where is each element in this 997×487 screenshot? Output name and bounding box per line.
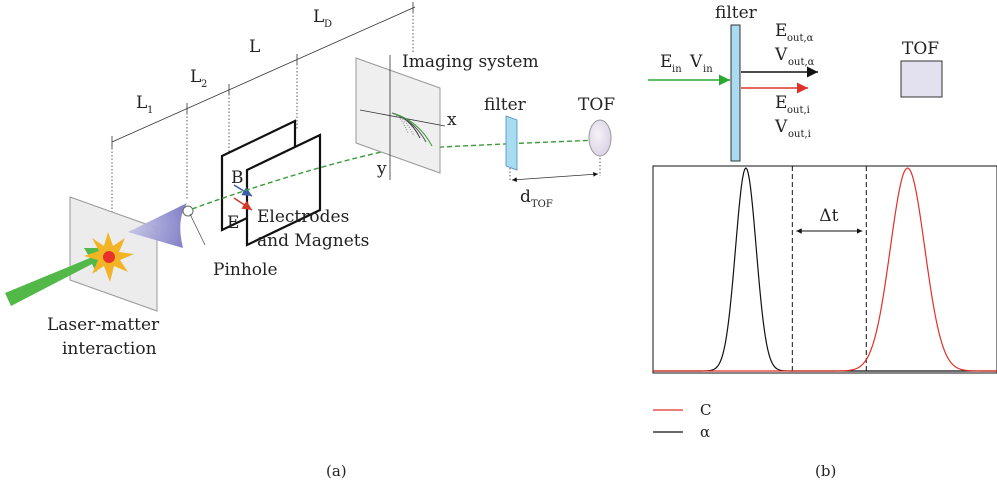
label-e: E (227, 213, 239, 233)
panel-b: filter E in V in E out,α V out,α E out,i… (648, 3, 997, 480)
label-l: L (249, 37, 260, 57)
dimension-lines (111, 2, 416, 230)
label-ld: L D (313, 7, 332, 30)
label-dtof-sub: TOF (531, 199, 553, 210)
label-eouta-sub: out,α (787, 33, 814, 44)
label-l2: L 2 (190, 67, 207, 90)
label-dtof-main: d (520, 187, 531, 207)
plot-frame (652, 165, 997, 374)
laser-arrow (5, 248, 112, 306)
label-ld-main: L (313, 7, 324, 27)
ion-beam (191, 139, 601, 210)
b-field-arrow (233, 184, 253, 197)
label-imaging: Imaging system (402, 52, 539, 72)
label-vouti: V out,i (774, 117, 811, 140)
tof-detector-icon (588, 119, 612, 157)
label-filter-b: filter (715, 3, 758, 23)
electrode-front (245, 133, 322, 247)
label-l2-main: L (190, 67, 201, 87)
label-vin-sub: in (703, 64, 713, 75)
label-pinhole: Pinhole (213, 260, 278, 280)
burst-core (103, 251, 115, 263)
label-vin-main: V (689, 52, 703, 72)
legend-label-alpha: α (700, 423, 710, 441)
parabola-traces (391, 112, 433, 147)
label-vin: V in (689, 52, 713, 75)
label-ein: E in (660, 52, 682, 75)
label-x: x (447, 110, 457, 130)
label-vouta-sub: out,α (788, 57, 815, 68)
label-eouti-sub: out,i (787, 105, 810, 116)
label-dtof: d TOF (520, 187, 553, 210)
signal-plot: Δt (652, 165, 997, 374)
pinhole-icon (182, 205, 194, 217)
label-electrodes-2: and Magnets (257, 231, 369, 251)
series-alpha-curve (653, 167, 997, 372)
label-ld-sub: D (324, 19, 332, 30)
caption-b: (b) (815, 462, 836, 480)
label-l2-sub: 2 (201, 79, 207, 90)
label-eouti-main: E (775, 93, 787, 113)
e-field-arrow (233, 197, 253, 211)
label-tof-b: TOF (902, 39, 939, 59)
label-ein-main: E (660, 52, 672, 72)
label-laser-2: interaction (62, 339, 157, 359)
label-eouti: E out,i (775, 93, 810, 116)
legend: C α (653, 401, 711, 441)
series-c-curve (653, 167, 997, 372)
label-electrodes-1: Electrodes (257, 207, 349, 227)
label-eouta-main: E (775, 21, 787, 41)
label-vouta: V out,α (774, 45, 815, 68)
label-l1-sub: 1 (147, 105, 153, 116)
label-l1: L 1 (136, 93, 153, 116)
legend-label-c: C (700, 401, 711, 419)
label-eouta: E out,α (775, 21, 814, 44)
label-laser-1: Laser-matter (47, 315, 160, 335)
filter-b (730, 24, 741, 162)
panel-a: L 1 L 2 L L D B E (5, 2, 615, 480)
label-delta-t: Δt (819, 206, 838, 226)
label-l1-main: L (136, 93, 147, 113)
plasma-cone (128, 203, 187, 248)
label-filter: filter (484, 95, 527, 115)
label-vouta-main: V (774, 45, 788, 65)
caption-a: (a) (326, 462, 347, 480)
dtof-dimension (509, 158, 601, 183)
label-tof: TOF (578, 95, 615, 115)
label-b: B (231, 168, 244, 188)
label-vouti-sub: out,i (788, 129, 811, 140)
pinhole-leader (189, 213, 206, 246)
tof-box (900, 60, 943, 98)
label-vouti-main: V (774, 117, 788, 137)
filter-slab (505, 115, 518, 171)
label-ein-sub: in (672, 64, 682, 75)
label-y: y (376, 159, 387, 179)
